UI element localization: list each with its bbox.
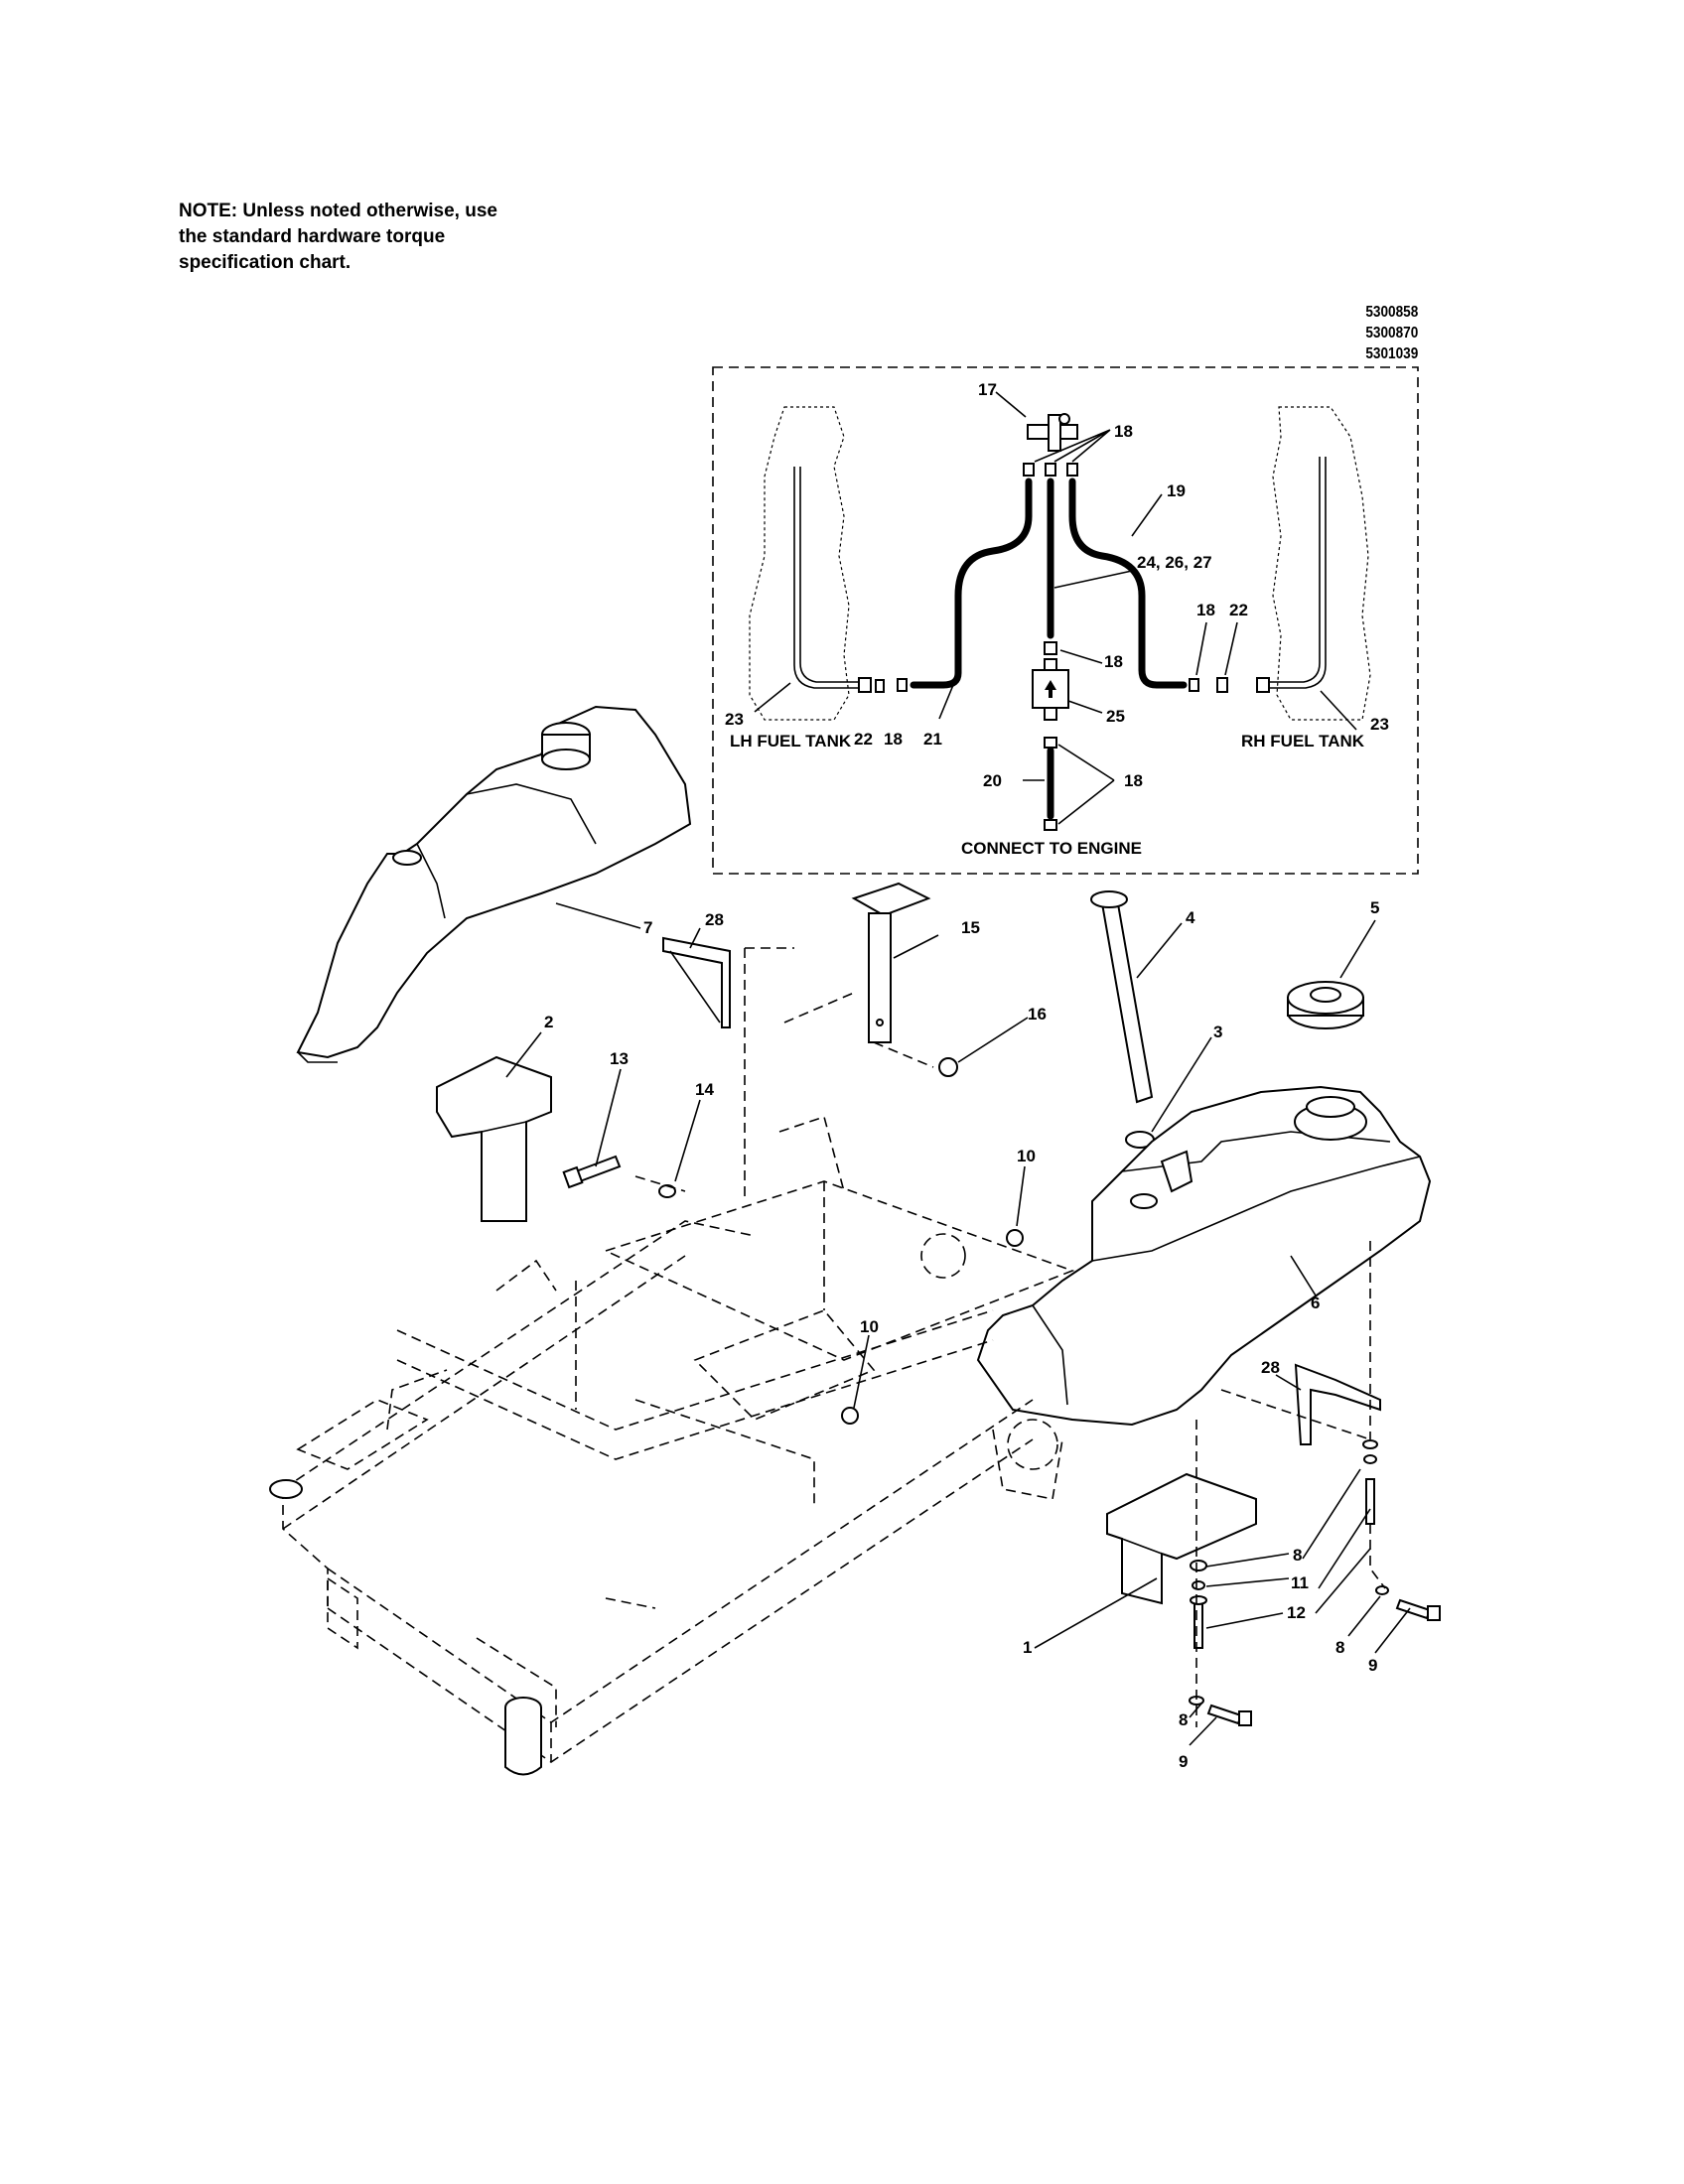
- callout-10: 10: [1017, 1147, 1036, 1165]
- rh-pickup-elbow: [1256, 677, 1270, 693]
- callout-17: 17: [978, 380, 997, 399]
- mounting-bracket-2: [436, 1055, 552, 1222]
- callout-3: 3: [1213, 1023, 1222, 1041]
- clamp-18-lh: [897, 678, 908, 692]
- inset-border: [712, 366, 1419, 875]
- clamp-22-rh: [1216, 677, 1228, 693]
- model-number: 5300858: [1365, 304, 1418, 321]
- clamp-18-engine-top: [1044, 737, 1057, 749]
- lh-tank-outline: [749, 406, 850, 721]
- washer-8: [1375, 1585, 1389, 1595]
- fuel-hose-19: [1068, 478, 1188, 689]
- lock-washer-11: [1192, 1580, 1205, 1590]
- torque-note: NOTE: Unless noted otherwise, use the st…: [179, 199, 556, 276]
- note-line-2: the standard hardware torque: [179, 226, 446, 247]
- rh-fuel-tank: [976, 1085, 1432, 1427]
- mounting-bracket-28: [1294, 1363, 1381, 1445]
- callout-4: 4: [1186, 908, 1195, 927]
- washer-10: [1006, 1229, 1024, 1247]
- callout-9: 9: [1179, 1752, 1188, 1771]
- callout-18: 18: [1114, 422, 1133, 441]
- nut-16: [938, 1057, 958, 1077]
- lh-fuel-tank-caption: LH FUEL TANK: [730, 732, 852, 751]
- callout-23: 23: [1370, 715, 1389, 734]
- bolt-9: [1395, 1598, 1432, 1620]
- rh-tank-outline: [1272, 406, 1371, 721]
- washer-8: [1190, 1560, 1207, 1571]
- callout-6: 6: [1311, 1294, 1320, 1312]
- washer-10: [841, 1407, 859, 1425]
- caster-mount-tube: [269, 1479, 303, 1499]
- callout-16: 16: [1028, 1005, 1047, 1024]
- model-numbers: 5300858 5300870 5301039: [1365, 302, 1418, 364]
- callout-19: 19: [1167, 481, 1186, 500]
- clamp-18-tee-left: [1023, 463, 1035, 477]
- main-exploded-view: 7 28 15 4 5 16 3 2 13 14 10 6 10 28 8 11…: [269, 705, 1441, 1776]
- callout-28: 28: [705, 910, 724, 929]
- bolt-12: [1193, 1597, 1203, 1649]
- washer-8: [1362, 1439, 1378, 1449]
- callout-11: 11: [1291, 1573, 1309, 1592]
- callout-22: 22: [1229, 601, 1248, 619]
- callout-2: 2: [544, 1013, 553, 1031]
- callout-5: 5: [1370, 898, 1379, 917]
- callout-21: 21: [923, 730, 942, 749]
- callout-12: 12: [1287, 1603, 1306, 1622]
- lh-tank-sender-port: [392, 850, 422, 866]
- callout-1: 1: [1023, 1638, 1032, 1657]
- note-line-1: NOTE: Unless noted otherwise, use: [179, 201, 497, 221]
- callout-18: 18: [1196, 601, 1215, 619]
- callout-22: 22: [854, 730, 873, 749]
- callout-24-26-27: 24, 26, 27: [1137, 553, 1212, 572]
- lh-pickup-tube: [793, 467, 859, 689]
- callout-18: 18: [1104, 652, 1123, 671]
- callout-23: 23: [725, 710, 744, 729]
- fuel-line-inset: 17 18 19 24, 26, 27 18 18 22 25 23 22 18…: [712, 366, 1419, 875]
- note-line-3: specification chart.: [179, 252, 351, 273]
- lh-pickup-elbow: [858, 677, 872, 693]
- support-bracket-15: [851, 882, 931, 917]
- callout-8: 8: [1179, 1710, 1188, 1729]
- callout-20: 20: [983, 771, 1002, 790]
- model-number: 5301039: [1365, 345, 1418, 362]
- clamp-22-lh: [875, 679, 885, 693]
- clamp-18-tee-center: [1045, 463, 1056, 477]
- callout-9: 9: [1368, 1656, 1377, 1675]
- callout-7: 7: [643, 918, 652, 937]
- lh-fuel-tank: [296, 705, 692, 1059]
- callout-13: 13: [610, 1049, 629, 1068]
- connect-to-engine-caption: CONNECT TO ENGINE: [961, 839, 1142, 858]
- rh-pickup-tube: [1269, 457, 1327, 689]
- model-number: 5300870: [1365, 325, 1418, 341]
- clamp-18-tee-right: [1066, 463, 1078, 477]
- mower-frame: [269, 1115, 1075, 1776]
- rh-fuel-tank-caption: RH FUEL TANK: [1241, 732, 1365, 751]
- clamp-18-filter-top: [1044, 641, 1057, 655]
- mounting-bracket-28: [662, 936, 731, 1028]
- callout-8: 8: [1293, 1546, 1302, 1565]
- callout-14: 14: [695, 1080, 714, 1099]
- callout-15: 15: [961, 918, 980, 937]
- callout-25: 25: [1106, 707, 1125, 726]
- fuel-level-sender-4: [1100, 896, 1154, 1104]
- callout-10: 10: [860, 1317, 879, 1336]
- clamp-18-engine-bottom: [1044, 819, 1057, 831]
- callout-18: 18: [884, 730, 903, 749]
- callout-18: 18: [1124, 771, 1143, 790]
- callout-28: 28: [1261, 1358, 1280, 1377]
- clamp-18-rh: [1189, 678, 1199, 692]
- rh-tank-sender-port: [1130, 1193, 1158, 1209]
- flow-arrow-icon: [1045, 680, 1056, 698]
- fuel-hose-21: [910, 478, 1033, 689]
- callout-8: 8: [1335, 1638, 1344, 1657]
- rh-tank-outlet-fitting: [1160, 1150, 1193, 1193]
